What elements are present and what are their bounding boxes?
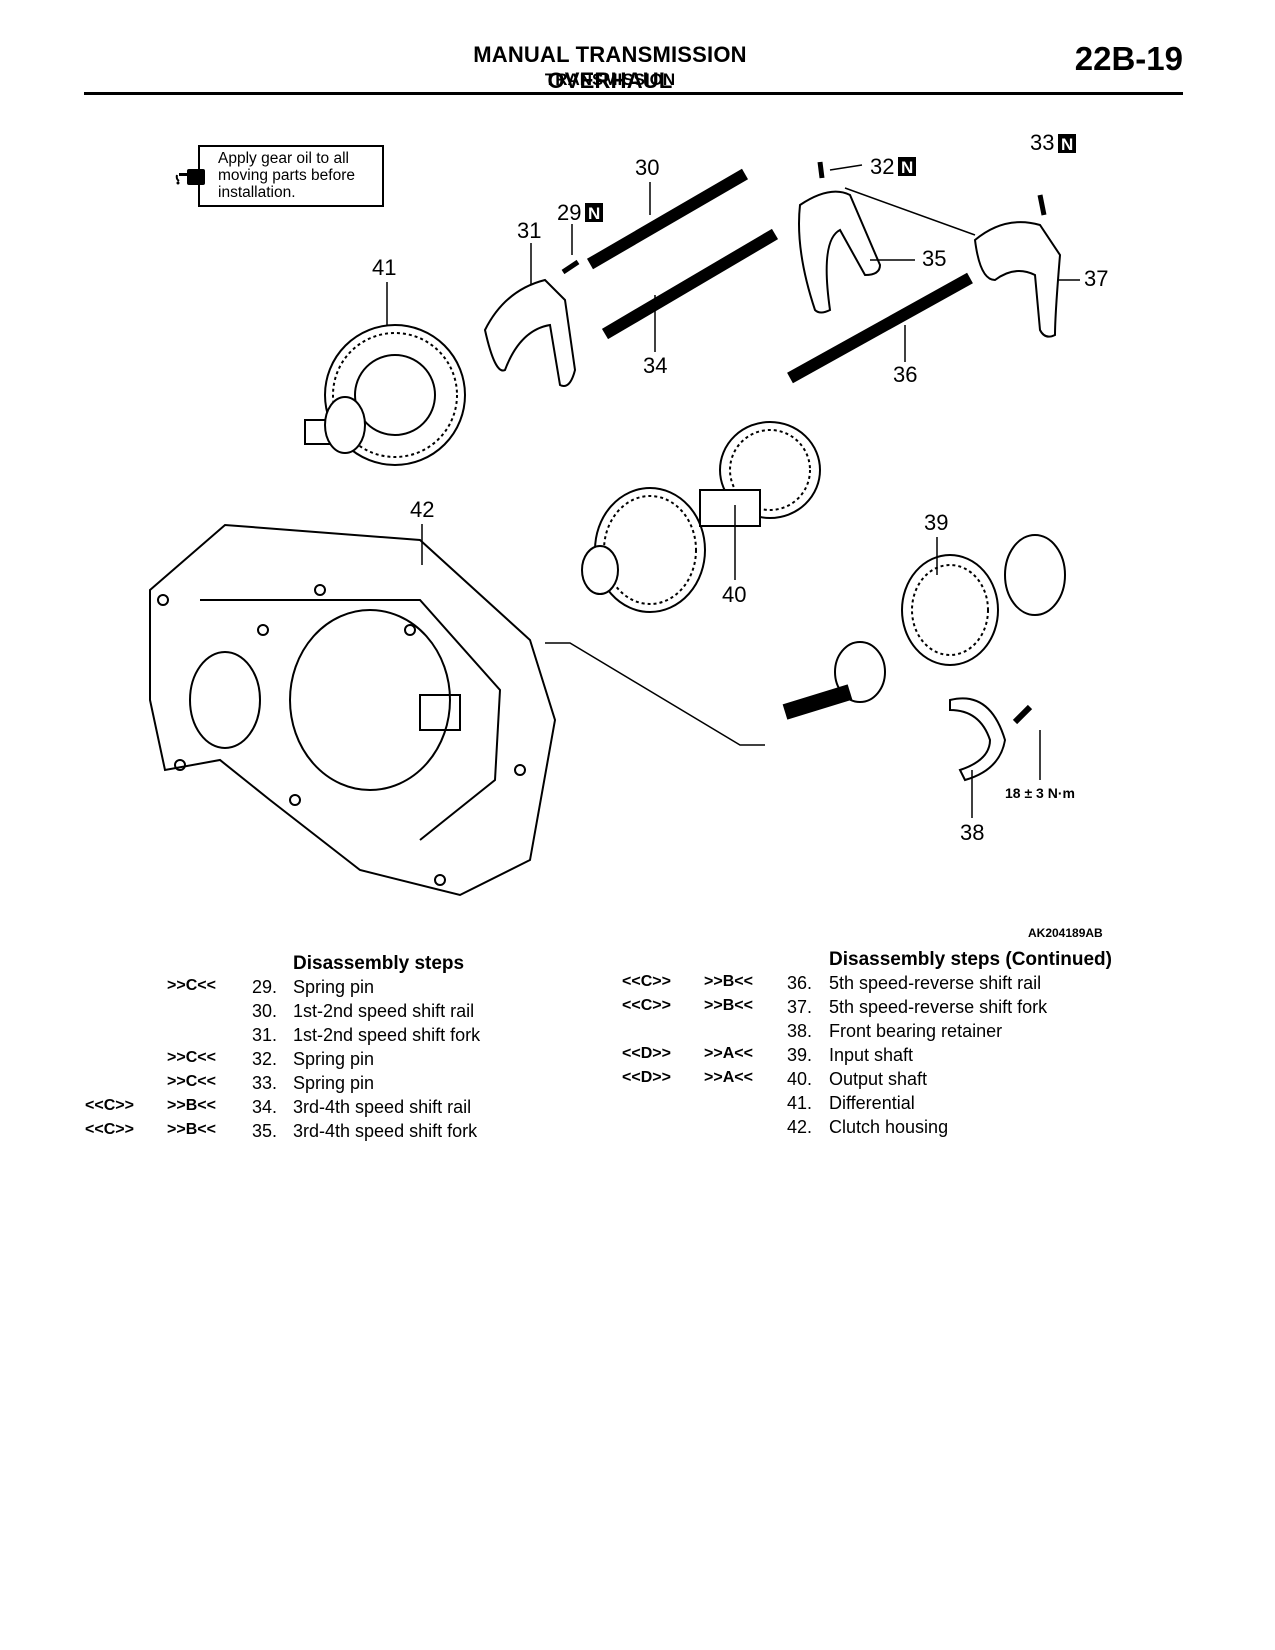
step-mark-left: <<C>> — [622, 973, 671, 990]
step-description: Spring pin — [293, 1073, 375, 1093]
new-part-mark: N — [901, 158, 913, 177]
step-number: 38. — [786, 1021, 812, 1041]
oil-can-icon — [175, 169, 205, 185]
note-line: moving parts before — [218, 167, 355, 184]
callout-30: 30 — [635, 155, 659, 180]
step-number: 29. — [251, 977, 277, 997]
step-description: 1st-2nd speed shift fork — [293, 1025, 481, 1045]
shift-fork-37-drawing — [973, 221, 1062, 338]
exploded-diagram: 41 31 29 N 30 34 32 N 33 N 35 37 36 39 4… — [149, 130, 1108, 897]
step-description: Differential — [829, 1093, 915, 1113]
step-number: 30. — [251, 1001, 277, 1021]
step-number: 36. — [786, 973, 812, 993]
callout-38: 38 — [960, 820, 984, 845]
new-part-badge — [898, 157, 916, 176]
note-line: installation. — [218, 184, 296, 201]
steps-title-left: Disassembly steps — [293, 953, 465, 974]
spring-pin-29-drawing — [561, 259, 580, 275]
clutch-housing-drawing — [149, 523, 557, 897]
step-number: 34. — [251, 1097, 277, 1117]
callout-37: 37 — [1084, 266, 1108, 291]
step-number: 33. — [251, 1073, 277, 1093]
step-mark-left: <<C>> — [622, 997, 671, 1014]
spring-pin-32-drawing — [817, 161, 825, 179]
step-mark-right: >>A<< — [704, 1069, 753, 1086]
spring-pin-33-drawing — [1037, 194, 1047, 216]
bearing-retainer-drawing — [949, 697, 1007, 782]
step-mark-left: <<C>> — [85, 1121, 134, 1138]
step-description: 3rd-4th speed shift rail — [293, 1097, 472, 1117]
step-mark-right: >>B<< — [167, 1121, 216, 1138]
callout-31: 31 — [517, 218, 541, 243]
page-number: 22B-19 — [1074, 40, 1183, 77]
step-mark-right: >>C<< — [167, 977, 216, 994]
new-part-badge — [585, 203, 603, 222]
step-description: 3rd-4th speed shift fork — [293, 1121, 478, 1141]
torque-spec: 18 ± 3 N·m — [1005, 785, 1075, 801]
step-description: Output shaft — [829, 1069, 928, 1089]
step-mark-left: <<D>> — [622, 1045, 671, 1062]
figure-id: AK204189AB — [1028, 926, 1103, 940]
step-mark-left: <<C>> — [85, 1097, 134, 1114]
callout-36: 36 — [893, 362, 917, 387]
callout-33: 33 — [1030, 130, 1054, 155]
header-rule — [84, 92, 1183, 95]
callout-40: 40 — [722, 582, 746, 607]
callout-39: 39 — [924, 510, 948, 535]
step-description: 5th speed-reverse shift rail — [829, 973, 1042, 993]
step-number: 32. — [251, 1049, 277, 1069]
step-number: 31. — [251, 1025, 277, 1045]
shift-rail-30-drawing — [586, 168, 749, 270]
callout-42: 42 — [410, 497, 434, 522]
callout-41: 41 — [372, 255, 396, 280]
bolt-drawing — [1012, 704, 1033, 725]
step-mark-right: >>B<< — [704, 997, 753, 1014]
shift-fork-31-drawing — [483, 278, 577, 387]
step-mark-right: >>C<< — [167, 1073, 216, 1090]
differential-drawing — [304, 324, 466, 466]
step-mark-right: >>C<< — [167, 1049, 216, 1066]
step-mark-right: >>A<< — [704, 1045, 753, 1062]
new-part-badge — [1058, 134, 1076, 153]
new-part-mark: N — [1061, 135, 1073, 154]
callout-35: 35 — [922, 246, 946, 271]
lubrication-note: Apply gear oil to all moving parts befor… — [198, 145, 384, 207]
shift-rail-36-drawing — [787, 272, 973, 384]
step-number: 37. — [786, 997, 812, 1017]
step-number: 42. — [786, 1117, 812, 1137]
section-subtitle: TRANSMISSION — [544, 70, 676, 89]
step-mark-right: >>B<< — [704, 973, 753, 990]
step-description: Spring pin — [293, 977, 375, 997]
section-title: MANUAL TRANSMISSION OVERHAUL — [473, 42, 747, 93]
step-mark-right: >>B<< — [167, 1097, 216, 1114]
step-mark-left: <<D>> — [622, 1069, 671, 1086]
shift-rail-34-drawing — [601, 228, 779, 340]
step-number: 39. — [786, 1045, 812, 1065]
new-part-mark: N — [588, 204, 600, 223]
note-line: Apply gear oil to all — [218, 150, 349, 167]
input-shaft-drawing — [782, 534, 1066, 720]
shift-fork-35-drawing — [798, 190, 882, 314]
step-number: 35. — [251, 1121, 277, 1141]
steps-title-right: Disassembly steps (Continued) — [829, 949, 1112, 970]
step-description: 5th speed-reverse shift fork — [829, 997, 1048, 1017]
callout-34: 34 — [643, 353, 667, 378]
step-number: 41. — [786, 1093, 812, 1113]
callout-29: 29 — [557, 200, 581, 225]
step-description: Clutch housing — [829, 1117, 949, 1137]
callout-32: 32 — [870, 154, 894, 179]
step-description: 1st-2nd speed shift rail — [293, 1001, 475, 1021]
step-description: Front bearing retainer — [829, 1021, 1003, 1041]
step-number: 40. — [786, 1069, 812, 1089]
step-description: Input shaft — [829, 1045, 914, 1065]
step-description: Spring pin — [293, 1049, 375, 1069]
output-shaft-drawing — [581, 421, 821, 613]
